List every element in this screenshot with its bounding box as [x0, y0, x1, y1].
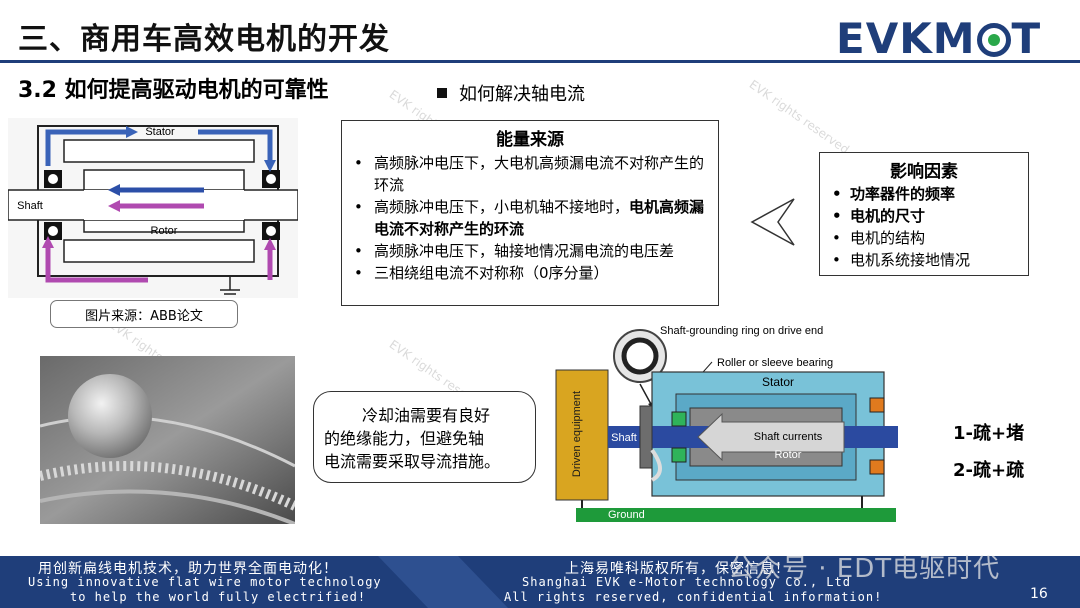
list-item: 高频脉冲电压下，大电机高频漏电流不对称产生的环流	[350, 152, 710, 196]
stator-top	[63, 139, 255, 163]
bearing-icon	[869, 397, 885, 413]
bearing-icon	[671, 447, 687, 463]
shaft-currents-label: Shaft currents	[754, 431, 823, 443]
stator-bottom	[63, 239, 255, 263]
bearing-icon	[671, 411, 687, 427]
image-source-caption: 图片来源：ABB论文	[50, 300, 238, 328]
driven-equipment-label: Driven equipment	[571, 391, 583, 477]
rotor-label: Rotor	[775, 449, 802, 461]
title-divider	[0, 60, 1080, 63]
page-title: 三、商用车高效电机的开发	[18, 22, 390, 57]
list-item: 高频脉冲电压下，轴接地情况漏电流的电压差	[350, 240, 710, 262]
bearing-icon	[869, 459, 885, 475]
footer-slogan-cn: 用创新扁线电机技术，助力世界全面电动化！	[38, 561, 338, 577]
list-item: 电机系统接地情况	[828, 249, 1020, 271]
energy-sources-box: 能量来源 高频脉冲电压下，大电机高频漏电流不对称产生的环流 高频脉冲电压下，小电…	[341, 120, 719, 306]
stator-label: Stator	[145, 126, 175, 138]
solution-1: 1-疏+堵	[953, 423, 1025, 444]
grounding-ring-label: Shaft-grounding ring on drive end	[660, 325, 823, 337]
question-text: 如何解决轴电流	[459, 84, 585, 105]
list-item: 功率器件的频率	[828, 183, 1020, 205]
ground-bar	[576, 508, 896, 522]
note-line: 的绝缘能力，但避免轴	[324, 429, 485, 448]
footer-copyright-en-2: All rights reserved, confidential inform…	[504, 590, 883, 604]
list-item: 电机的尺寸	[828, 205, 1020, 227]
factors-title: 影响因素	[890, 162, 958, 182]
footer-copyright-en-1: Shanghai EVK e-Motor technology Co., Ltd	[522, 575, 851, 589]
abb-motor-diagram: Stator Rotor Shaft	[8, 118, 298, 298]
footer-bar	[0, 556, 1080, 608]
list-item: 三相绕组电流不对称称（0序分量）	[350, 262, 710, 284]
driven-equipment	[555, 369, 609, 501]
footer-copyright-cn: 上海易唯科版权所有，保密信息！	[565, 561, 790, 577]
note-line: 冷却油需要有良好	[362, 406, 491, 425]
ground-label: Ground	[608, 509, 645, 521]
section-subtitle: 3.2 如何提高驱动电机的可靠性	[18, 78, 329, 103]
question-bullet: 如何解决轴电流	[437, 80, 585, 106]
bearing-label: Roller or sleeve bearing	[717, 357, 833, 369]
blue-current-arrow-right	[198, 129, 273, 162]
shaft-label: Shaft	[17, 200, 43, 212]
watermark: EVK rights reserved	[746, 77, 852, 157]
stator-label: Stator	[762, 375, 794, 389]
blue-current-arrow-left	[45, 129, 128, 166]
shaft-current-diagram: Shaft-grounding ring on drive end Roller…	[555, 325, 898, 522]
footer-divider-shape	[378, 556, 508, 608]
list-item: 电机的结构	[828, 227, 1020, 249]
page-number: 16	[1030, 586, 1048, 602]
note-line: 电流需要采取导流措施。	[324, 452, 501, 471]
shaft-current-arrow	[697, 412, 845, 462]
energy-sources-list: 高频脉冲电压下，大电机高频漏电流不对称产生的环流 高频脉冲电压下，小电机轴不接地…	[350, 152, 710, 284]
footer-slogan-en-1: Using innovative flat wire motor technol…	[28, 575, 382, 589]
purple-current-arrow-left	[45, 246, 148, 283]
footer-slogan-en-2: to help the world fully electrified!	[70, 590, 367, 604]
list-item: 高频脉冲电压下，小电机轴不接地时，电机高频漏电流不对称产生的环流	[350, 196, 710, 240]
energy-sources-title: 能量来源	[496, 130, 564, 150]
bearing-ball	[68, 374, 152, 458]
chevron-left-icon	[750, 198, 795, 246]
bearing-ball-photo	[40, 356, 295, 524]
rotor-label: Rotor	[151, 225, 178, 237]
grounding-ring-section	[639, 405, 653, 469]
square-bullet-icon	[437, 88, 447, 98]
solution-2: 2-疏+疏	[953, 460, 1025, 481]
account-watermark: 公众号 · EDT电驱时代	[728, 554, 1001, 584]
factors-list: 功率器件的频率 电机的尺寸 电机的结构 电机系统接地情况	[828, 183, 1020, 271]
shaft-label: Shaft	[611, 432, 637, 444]
cooling-oil-note: 冷却油需要有良好 的绝缘能力，但避免轴 电流需要采取导流措施。	[313, 391, 536, 483]
influencing-factors-box: 影响因素 功率器件的频率 电机的尺寸 电机的结构 电机系统接地情况	[819, 152, 1029, 276]
logo-gear-icon	[976, 23, 1011, 57]
